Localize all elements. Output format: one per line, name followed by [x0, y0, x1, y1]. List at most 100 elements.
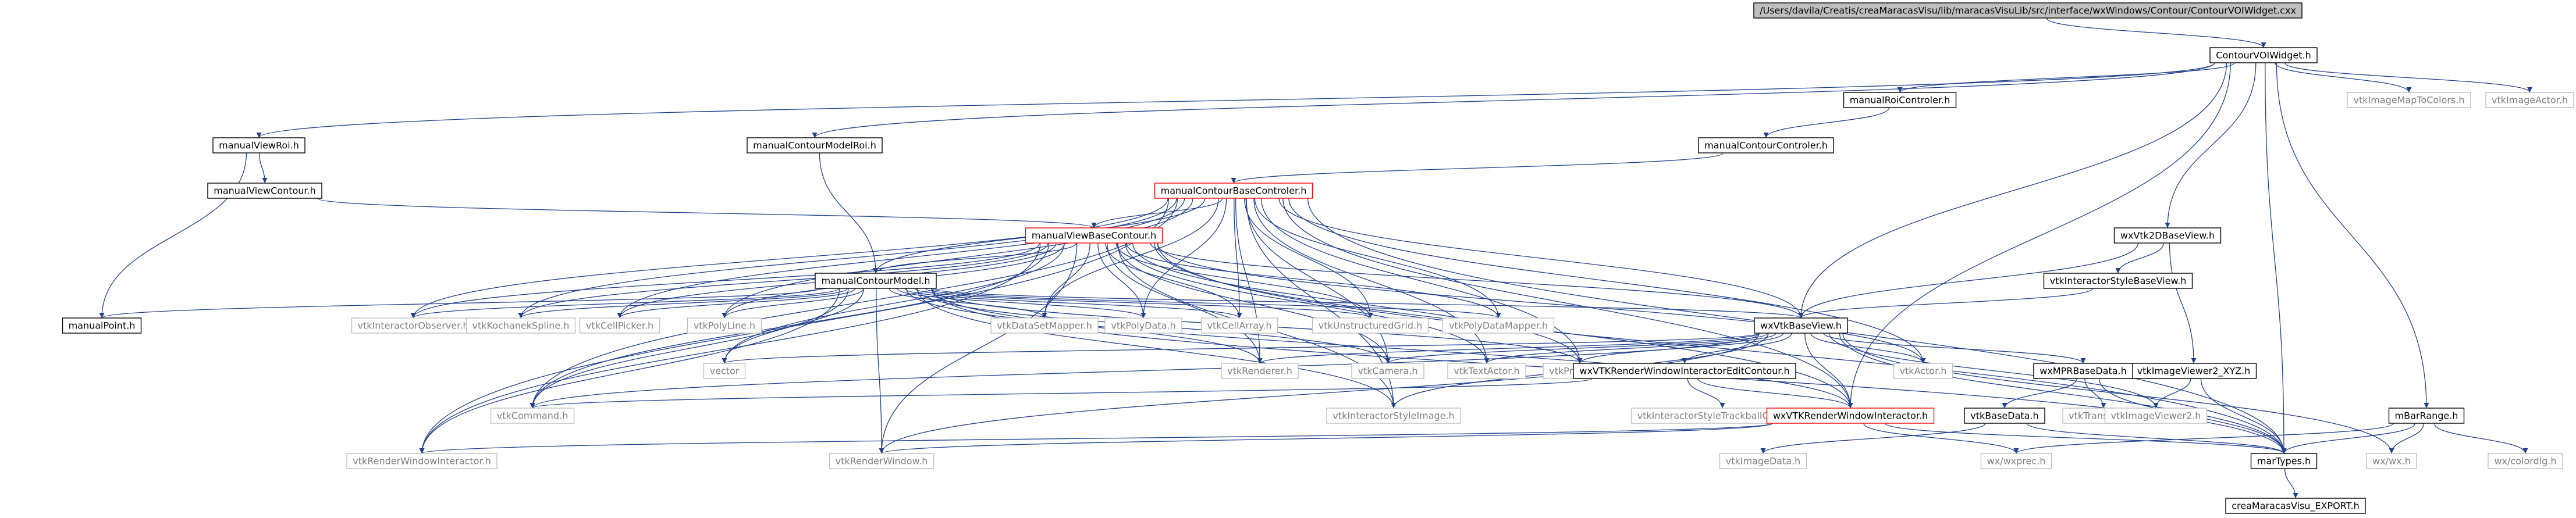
node-vca[interactable]: vtkCellArray.h: [1200, 317, 1278, 334]
node-box: [1573, 363, 1796, 379]
node-wxwx[interactable]: wx/wx.h: [2366, 453, 2417, 469]
node-wxbv[interactable]: wxVtkBaseView.h: [1754, 317, 1848, 334]
edge-mvbc-vio: [410, 242, 1040, 319]
edge-cvw-mbr: [2276, 62, 2429, 409]
node-vpl[interactable]: vtkPolyLine.h: [687, 317, 762, 334]
node-label: vtkInteractorStyleBaseView.h: [2050, 276, 2187, 287]
node-mcmr[interactable]: manualContourModelRoi.h: [747, 137, 883, 153]
node-vbd[interactable]: vtkBaseData.h: [1964, 408, 2045, 424]
node-mp[interactable]: manualPoint.h: [62, 317, 142, 334]
node-box: [703, 363, 746, 379]
node-label: vtkPolyLine.h: [694, 320, 755, 331]
edge-wxmpr-vbd: [2002, 378, 2077, 409]
node-label: ContourVOIWidget.h: [2216, 50, 2311, 61]
node-mcc[interactable]: manualContourControler.h: [1698, 137, 1834, 153]
node-box: [2225, 498, 2366, 514]
node-mrc[interactable]: manualRoiControler.h: [1843, 92, 1957, 108]
node-label: vtkInteractorObserver.h: [358, 320, 469, 331]
edge-mvbc-mt: [1157, 242, 2287, 454]
node-wxe[interactable]: wx/wxprec.h: [1980, 453, 2052, 469]
node-vks[interactable]: vtkKochanekSpline.h: [466, 317, 576, 334]
edge-cvw-mvr: [256, 62, 2215, 138]
node-box: [1980, 453, 2052, 469]
edge-wxmpr-vtr: [2084, 378, 2106, 409]
node-box: [1843, 92, 1957, 108]
node-label: vtkUnstructuredGrid.h: [1319, 320, 1422, 331]
edge-mvbc-wxbv: [1150, 242, 1804, 319]
node-vio[interactable]: vtkInteractorObserver.h: [351, 317, 475, 334]
edge-mvbc-vpdm: [1125, 242, 1501, 319]
node-mcm[interactable]: manualContourModel.h: [815, 273, 937, 289]
node-label: wx/wx.h: [2372, 456, 2411, 467]
node-vpd[interactable]: vtkPolyData.h: [1104, 317, 1182, 334]
node-vpdm[interactable]: vtkPolyDataMapper.h: [1442, 317, 1555, 334]
node-wxcd[interactable]: wx/colordlg.h: [2488, 453, 2563, 469]
node-vds[interactable]: vtkDataSetMapper.h: [990, 317, 1099, 334]
node-mt[interactable]: marTypes.h: [2250, 453, 2318, 469]
node-vcp[interactable]: vtkCellPicker.h: [579, 317, 660, 334]
node-label: /Users/davila/Creatis/creaMaracasVisu/li…: [1760, 5, 2296, 16]
node-viv2x[interactable]: vtkImageViewer2_XYZ.h: [2130, 363, 2257, 379]
edge-mvbc-mcm: [873, 242, 1077, 274]
node-vact[interactable]: vtkActor.h: [1893, 363, 1953, 379]
node-vcam[interactable]: vtkCamera.h: [1351, 363, 1424, 379]
edge-mvbc-vpd: [1097, 242, 1146, 319]
node-box: [1698, 137, 1834, 153]
edge-mvbc-vks: [518, 242, 1049, 319]
node-box: [1312, 317, 1429, 334]
node-vug[interactable]: vtkUnstructuredGrid.h: [1312, 317, 1429, 334]
node-vrwi[interactable]: vtkRenderWindowInteractor.h: [346, 453, 498, 469]
node-label: marTypes.h: [2257, 456, 2311, 467]
node-visbv[interactable]: vtkInteractorStyleBaseView.h: [2043, 273, 2193, 289]
node-vta[interactable]: vtkTextActor.h: [1447, 363, 1526, 379]
node-box: [1893, 363, 1953, 379]
node-wx2d[interactable]: wxVtk2DBaseView.h: [2113, 227, 2222, 244]
node-imc[interactable]: vtkImageMapToColors.h: [2347, 92, 2471, 108]
node-mvr[interactable]: manualViewRoi.h: [212, 137, 305, 153]
node-cme[interactable]: creaMaracasVisu_EXPORT.h: [2225, 498, 2366, 514]
edge-wxbv-wxrwi: [1804, 333, 1853, 409]
edge-mbr-wxwx: [2389, 423, 2424, 454]
edge-wx2d-viv2x: [2169, 242, 2197, 364]
node-label: vtkRenderer.h: [1227, 366, 1292, 377]
node-viv2[interactable]: vtkImageViewer2.h: [2104, 408, 2208, 424]
edge-mvbc-vrw: [879, 242, 1078, 454]
node-mvc[interactable]: manualViewContour.h: [207, 183, 322, 199]
node-wxmpr[interactable]: wxMPRBaseData.h: [2033, 363, 2133, 379]
node-mvbc[interactable]: manualViewBaseContour.h: [1025, 227, 1163, 244]
node-box: [687, 317, 762, 334]
edge-wxrwiec-vistc: [1687, 378, 1725, 409]
node-vrw[interactable]: vtkRenderWindow.h: [829, 453, 935, 469]
node-box: [351, 317, 475, 334]
node-wxrwiec[interactable]: wxVTKRenderWindowInteractorEditContour.h: [1573, 363, 1796, 379]
edge-wxbv-wxwx: [1842, 333, 2394, 454]
edge-visbv-wxbv: [1798, 288, 2094, 319]
edge-wxbv-wxmpr: [1823, 333, 2086, 364]
edge-mvr-mp: [99, 152, 247, 319]
node-box: [2104, 408, 2208, 424]
node-iac[interactable]: vtkImageActor.h: [2485, 92, 2574, 108]
edge-mcbc-vca: [1234, 198, 1242, 319]
node-mcbc[interactable]: manualContourBaseControler.h: [1154, 183, 1313, 199]
node-vec[interactable]: vector: [703, 363, 746, 379]
node-mbr[interactable]: mBarRange.h: [2388, 408, 2465, 424]
node-box: [2485, 92, 2574, 108]
node-vren[interactable]: vtkRenderer.h: [1221, 363, 1299, 379]
node-cvw[interactable]: ContourVOIWidget.h: [2209, 47, 2318, 63]
node-root[interactable]: /Users/davila/Creatis/creaMaracasVisu/li…: [1753, 2, 2303, 19]
edge-viv2x-mt: [2200, 378, 2287, 454]
node-vid[interactable]: vtkImageData.h: [1719, 453, 1807, 469]
node-visi[interactable]: vtkInteractorStyleImage.h: [1326, 408, 1461, 424]
edge-wxbv-vec: [722, 333, 1760, 364]
node-wxrwi[interactable]: wxVTKRenderWindowInteractor.h: [1766, 408, 1935, 424]
edge-mcm-vcp: [617, 288, 856, 319]
node-label: mBarRange.h: [2395, 410, 2458, 421]
node-vcmd[interactable]: vtkCommand.h: [490, 408, 575, 424]
node-box: [1719, 453, 1807, 469]
node-box: [1025, 227, 1163, 244]
edge-mcm-vpdm: [925, 288, 1501, 319]
node-label: vtkImageMapToColors.h: [2353, 95, 2464, 106]
edge-mcbc-vpd: [1140, 198, 1227, 319]
edge-mcbc-vpdm: [1254, 198, 1501, 319]
